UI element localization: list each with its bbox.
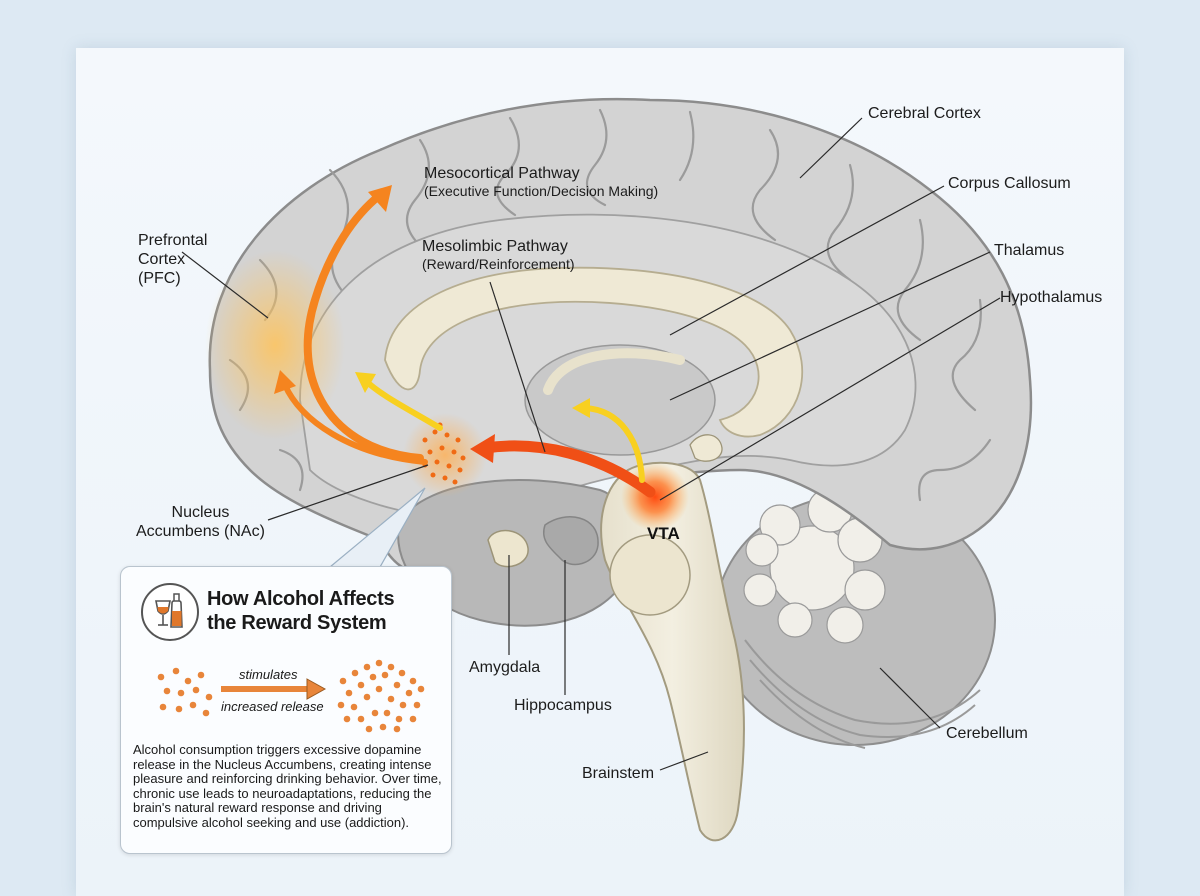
- label-brainstem: Brainstem: [582, 765, 655, 782]
- cerebellum: [714, 487, 996, 749]
- dopamine-release-diagram: [157, 659, 425, 733]
- label-corpus-callosum: Corpus Callosum: [948, 175, 1071, 192]
- info-title: How Alcohol Affects the Reward System: [207, 588, 395, 634]
- label-prefrontal-cortex: Prefrontal Cortex (PFC): [138, 232, 208, 287]
- label-mesolimbic-sub: (Reward/Reinforcement): [422, 256, 575, 272]
- yellow-pathway-arrows: [355, 372, 645, 483]
- label-nucleus-accumbens: Nucleus Accumbens (NAc): [136, 504, 265, 540]
- label-vta: VTA: [647, 524, 680, 543]
- leader-lines: [181, 117, 1001, 771]
- increase-arrow-icon: [221, 678, 327, 700]
- label-cerebellum: Cerebellum: [946, 725, 1028, 742]
- label-mesocortical-title: Mesocortical Pathway: [424, 165, 580, 182]
- bottle-icon: [170, 593, 183, 628]
- label-hypothalamus: Hypothalamus: [1000, 289, 1103, 306]
- nac-glow: [403, 413, 487, 497]
- label-mesocortical-sub: (Executive Function/Decision Making): [424, 183, 659, 199]
- label-stimulates: stimulates: [239, 667, 298, 682]
- mesocortical-pathway-arrow: [274, 185, 428, 465]
- baseline-dopamine-dots: [157, 667, 213, 717]
- label-hippocampus: Hippocampus: [514, 697, 612, 714]
- nac-dopamine-dots: [422, 422, 466, 485]
- label-cerebral-cortex: Cerebral Cortex: [868, 105, 981, 122]
- wine-glass-icon: [155, 600, 171, 626]
- pfc-glow: [205, 250, 345, 440]
- label-thalamus: Thalamus: [994, 242, 1065, 259]
- corpus-callosum: [384, 266, 804, 438]
- label-increased-release: increased release: [221, 699, 324, 714]
- label-mesolimbic-title: Mesolimbic Pathway: [422, 238, 568, 255]
- info-box: How Alcohol Affects the Reward System: [120, 566, 452, 854]
- hippocampus: [543, 516, 599, 566]
- amygdala: [487, 529, 529, 568]
- increased-dopamine-dots: [337, 659, 425, 733]
- alcohol-icon: [141, 583, 199, 641]
- hypothalamus: [689, 434, 723, 462]
- mesolimbic-pathway-arrow: [470, 434, 656, 498]
- info-body-text: Alcohol consumption triggers excessive d…: [133, 742, 442, 830]
- label-amygdala: Amygdala: [469, 659, 541, 676]
- thalamus: [524, 344, 716, 456]
